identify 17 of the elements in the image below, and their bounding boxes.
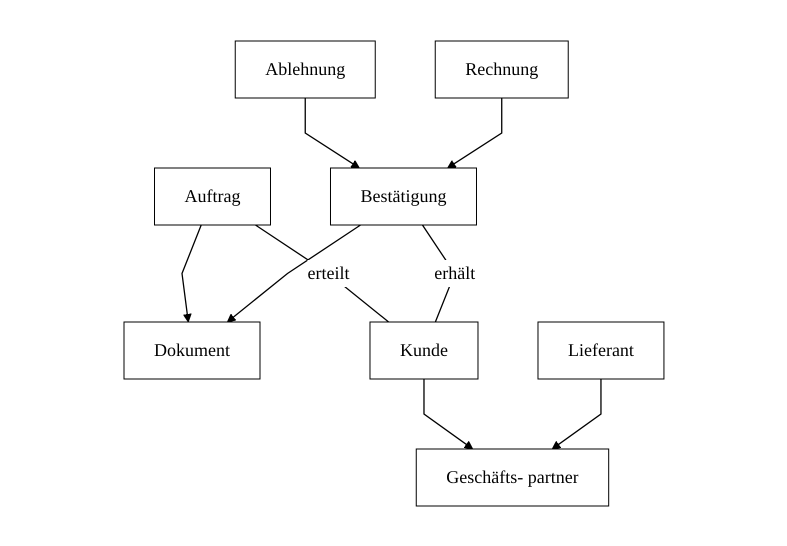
node-box: Auftrag [154,167,271,225]
node-box: Kunde [369,321,478,379]
arrow [226,224,360,322]
arrow [422,378,473,449]
node-box: Bestätigung [330,167,477,225]
edge-label: erteilt [307,262,350,282]
edge-label: erhält [434,262,475,282]
node-box: Dokument [123,321,260,379]
arrow [180,224,202,322]
arrow [304,98,360,168]
node-box: Geschäfts- partner [415,448,609,506]
arrow [446,98,502,168]
connector [254,224,389,322]
node-box: Lieferant [537,321,664,379]
node-box: Rechnung [434,40,568,98]
node-box: Ablehnung [234,40,376,98]
arrow [551,378,602,449]
